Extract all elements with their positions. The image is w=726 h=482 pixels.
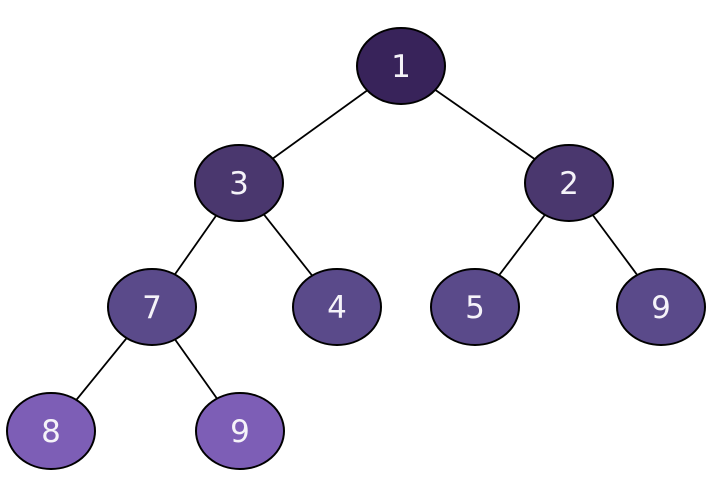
tree-node-n9r: 9 xyxy=(616,268,706,346)
tree-node-circle-n3 xyxy=(194,144,284,222)
tree-edges-layer xyxy=(50,65,662,432)
tree-node-circle-n8 xyxy=(6,392,96,470)
tree-node-circle-n9r xyxy=(616,268,706,346)
tree-node-circle-n1 xyxy=(356,27,446,105)
tree-node-circle-n7 xyxy=(107,268,197,346)
tree-node-n9b: 9 xyxy=(195,392,285,470)
tree-node-n7: 7 xyxy=(107,268,197,346)
tree-node-n4: 4 xyxy=(292,268,382,346)
tree-node-n1: 1 xyxy=(356,27,446,105)
tree-node-n3: 3 xyxy=(194,144,284,222)
tree-node-circle-n5 xyxy=(430,268,520,346)
tree-node-circle-n2 xyxy=(524,144,614,222)
tree-node-n8: 8 xyxy=(6,392,96,470)
tree-node-circle-n9b xyxy=(195,392,285,470)
tree-node-circle-n4 xyxy=(292,268,382,346)
tree-node-n2: 2 xyxy=(524,144,614,222)
tree-node-n5: 5 xyxy=(430,268,520,346)
